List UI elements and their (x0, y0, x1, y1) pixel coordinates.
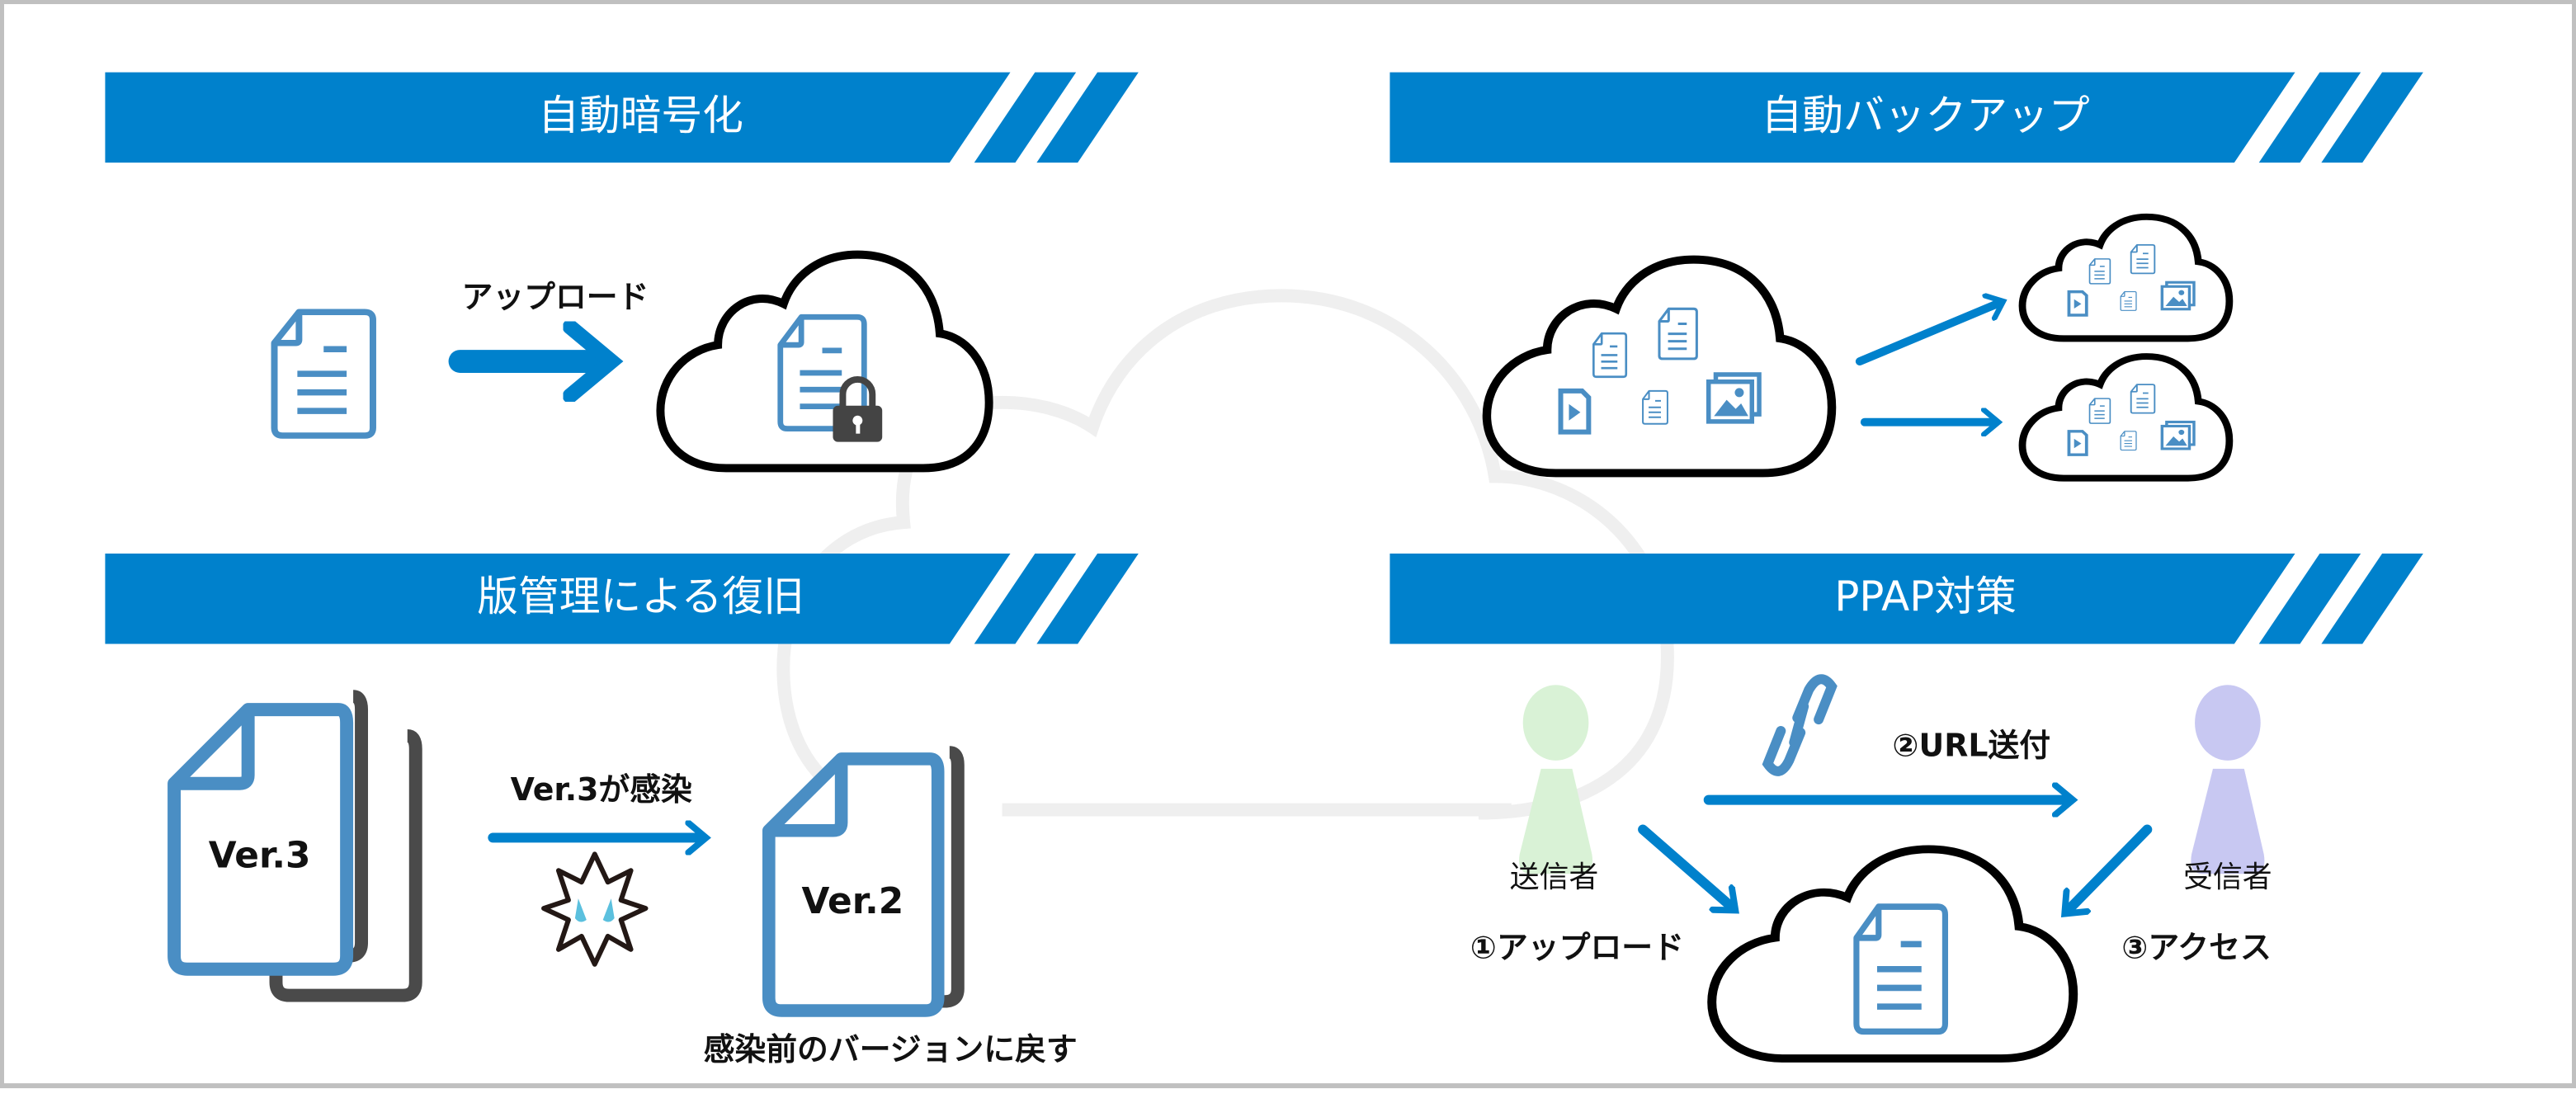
link-icon (1762, 674, 1838, 776)
backup-arrow-icon (1855, 302, 2001, 366)
lock-icon (833, 375, 883, 442)
restore-caption: 感染前のバージョンに戻す (704, 1031, 1078, 1068)
step-access-label: ③アクセス (2121, 929, 2271, 965)
step-upload-label: ①アップロード (1470, 929, 1684, 965)
upload-label: アップロード (461, 279, 649, 315)
header-title: PPAP対策 (1834, 573, 2016, 620)
receiver-person-icon (2191, 685, 2265, 874)
sender-person-icon (1519, 685, 1593, 874)
infected-label: Ver.3が感染 (511, 771, 692, 808)
header-version-restore: 版管理による復旧 (105, 553, 1139, 644)
receiver-label: 受信者 (2183, 860, 2272, 894)
document-icon (275, 312, 373, 436)
url-send-label: ②URL送付 (1892, 727, 2050, 763)
header-auto-encryption: 自動暗号化 (105, 72, 1139, 163)
access-arrow-icon (2067, 824, 2153, 912)
version-label: Ver.3 (209, 834, 311, 876)
upload-arrow-icon (1638, 824, 1734, 908)
header-title: 版管理による復旧 (477, 573, 804, 620)
header-title: 自動バックアップ (1761, 92, 2089, 139)
document-icon (1857, 907, 1946, 1031)
version-label: Ver.2 (802, 880, 904, 922)
header-auto-backup: 自動バックアップ (1389, 72, 2423, 163)
header-ppap: PPAP対策 (1389, 553, 2423, 644)
header-title: 自動暗号化 (538, 92, 743, 139)
virus-icon (541, 851, 649, 967)
sender-label: 送信者 (1510, 860, 1598, 894)
